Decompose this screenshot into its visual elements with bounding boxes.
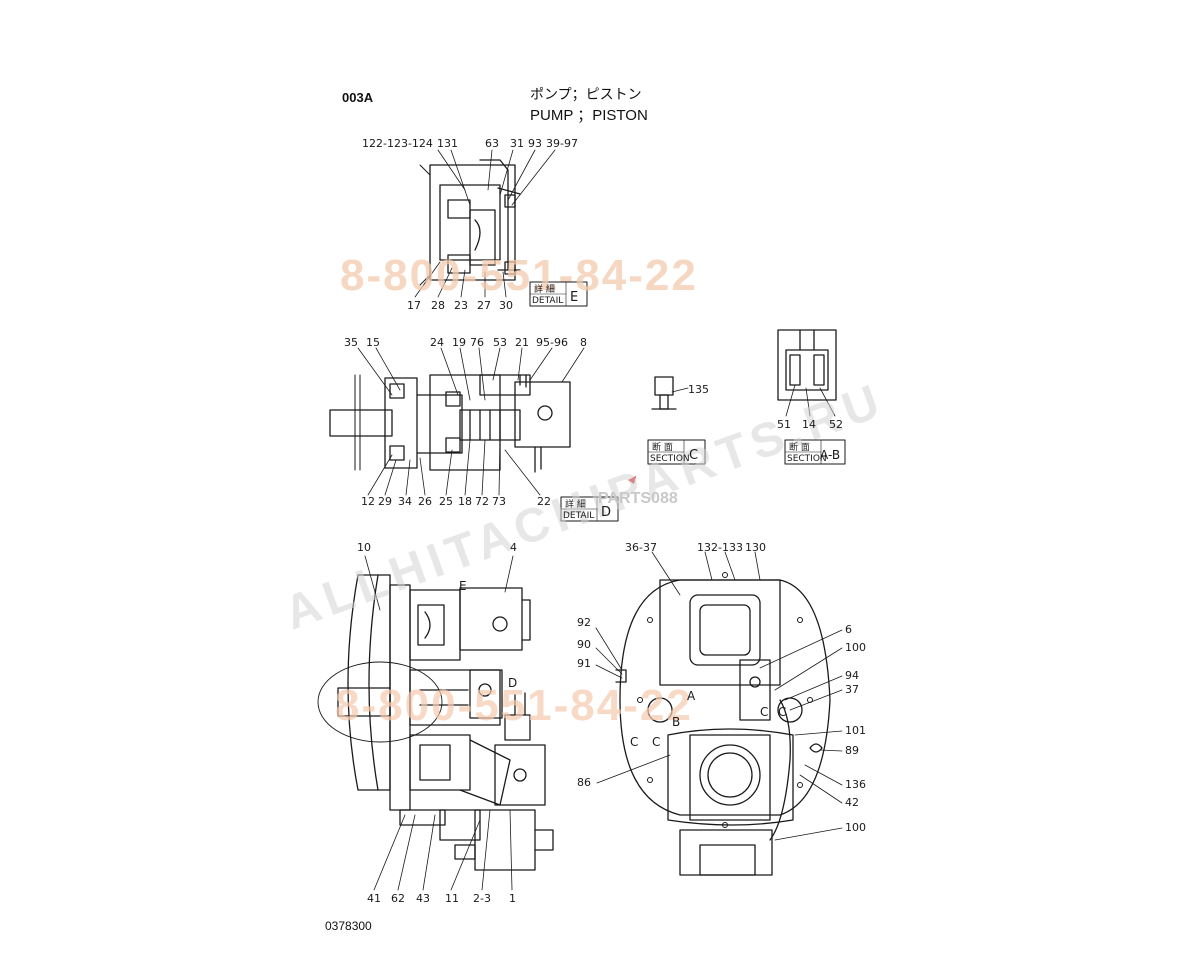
section-c-letter: C <box>689 448 698 463</box>
part-label: 63 <box>485 137 499 150</box>
part-label: 25 <box>439 495 453 508</box>
detail-d-jp: 詳 細 <box>565 498 586 510</box>
part-label: 122-123-124 <box>362 137 433 150</box>
part-label: 51 <box>777 418 791 431</box>
view-marker: C <box>630 735 638 749</box>
part-label: 2-3 <box>473 892 491 905</box>
part-label: 26 <box>418 495 432 508</box>
part-label: 86 <box>577 776 591 789</box>
part-label: 30 <box>499 299 513 312</box>
section-c-en: SECTION <box>650 454 690 464</box>
view-marker: A <box>687 689 696 703</box>
part-label: 41 <box>367 892 381 905</box>
part-label: 22 <box>537 495 551 508</box>
section-ab-en: SECTION <box>787 454 827 464</box>
detail-e-letter: E <box>570 290 578 305</box>
watermark-site-small: PARTS088 <box>598 490 678 507</box>
front-view-drawing <box>595 551 843 876</box>
section-c-label-box <box>647 439 706 465</box>
part-label: 95-96 <box>536 336 568 349</box>
part-label: 28 <box>431 299 445 312</box>
section-c-drawing <box>651 376 689 410</box>
red-marker-icon <box>628 476 636 484</box>
part-label: 29 <box>378 495 392 508</box>
section-ab-letter: A-B <box>820 448 840 462</box>
detail-d-drawing <box>329 347 585 496</box>
part-label: 4 <box>510 541 517 554</box>
part-label: 21 <box>515 336 529 349</box>
part-label: 132-133 <box>697 541 743 554</box>
part-label: 100 <box>845 821 866 834</box>
part-label: 130 <box>745 541 766 554</box>
part-label: 76 <box>470 336 484 349</box>
part-label: 53 <box>493 336 507 349</box>
drawing-number: 0378300 <box>325 919 372 933</box>
part-label: 27 <box>477 299 491 312</box>
part-label: 52 <box>829 418 843 431</box>
section-c-jp: 断 面 <box>652 441 673 453</box>
detail-e-en: DETAIL <box>532 296 563 306</box>
part-label: 37 <box>845 683 859 696</box>
part-label: 94 <box>845 669 859 682</box>
part-label: 10 <box>357 541 371 554</box>
section-code: 003A <box>342 90 374 105</box>
title-japanese: ポンプ；ピストン <box>530 87 642 103</box>
part-label: 42 <box>845 796 859 809</box>
side-view-drawing <box>317 555 554 891</box>
detail-e-drawing <box>414 149 556 298</box>
detail-e-label-box <box>529 281 588 307</box>
view-marker: E <box>459 579 467 593</box>
part-label: 62 <box>391 892 405 905</box>
part-label: 100 <box>845 641 866 654</box>
part-label: 89 <box>845 744 859 757</box>
part-label: 15 <box>366 336 380 349</box>
part-label: 34 <box>398 495 412 508</box>
detail-d-label-box <box>560 496 619 522</box>
section-ab-label-box <box>784 439 846 465</box>
part-label: 90 <box>577 638 591 651</box>
view-marker: B <box>672 715 680 729</box>
part-label: 19 <box>452 336 466 349</box>
watermark-phone-bottom: 8-800-551-84-22 <box>335 681 693 730</box>
part-label: 1 <box>509 892 516 905</box>
part-label: 39-97 <box>546 137 578 150</box>
part-label: 135 <box>688 383 709 396</box>
detail-e-jp: 詳 細 <box>534 283 555 295</box>
part-label: 17 <box>407 299 421 312</box>
watermark-phone-top: 8-800-551-84-22 <box>340 251 698 300</box>
part-label: 73 <box>492 495 506 508</box>
part-label: 23 <box>454 299 468 312</box>
part-label: 93 <box>528 137 542 150</box>
part-label: 31 <box>510 137 524 150</box>
part-label: 24 <box>430 336 444 349</box>
detail-d-letter: D <box>601 505 611 520</box>
part-label: 35 <box>344 336 358 349</box>
part-label: 72 <box>475 495 489 508</box>
view-marker: C <box>760 705 768 719</box>
part-label: 131 <box>437 137 458 150</box>
part-label: 43 <box>416 892 430 905</box>
title-english: PUMP ；PISTON <box>530 107 648 124</box>
part-label: 6 <box>845 623 852 636</box>
part-label: 14 <box>802 418 816 431</box>
detail-d-en: DETAIL <box>563 511 594 521</box>
part-label: 18 <box>458 495 472 508</box>
section-ab-jp: 断 面 <box>789 441 810 453</box>
part-label: 101 <box>845 724 866 737</box>
part-label: 92 <box>577 616 591 629</box>
part-label: 8 <box>580 336 587 349</box>
view-marker: D <box>508 676 517 690</box>
part-label: 36-37 <box>625 541 657 554</box>
part-label: 12 <box>361 495 375 508</box>
view-marker: C <box>652 735 660 749</box>
part-label: 91 <box>577 657 591 670</box>
part-label: 136 <box>845 778 866 791</box>
section-ab-drawing <box>777 329 837 417</box>
part-label: 11 <box>445 892 459 905</box>
view-marker: C <box>778 705 786 719</box>
